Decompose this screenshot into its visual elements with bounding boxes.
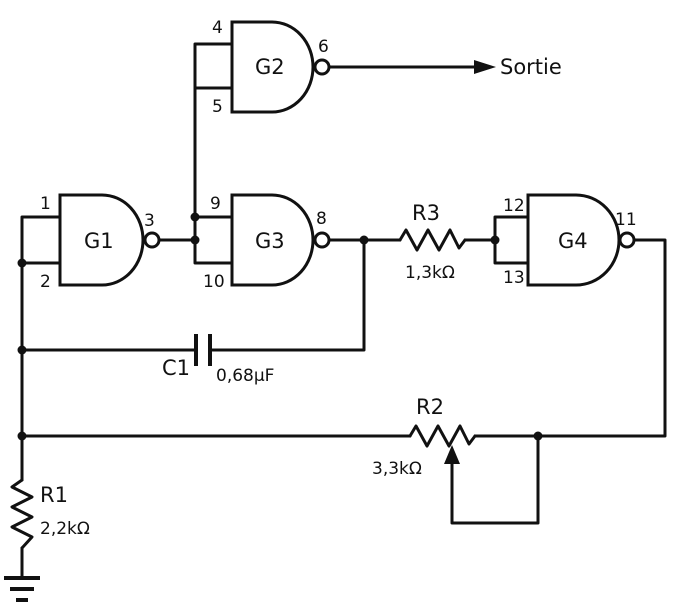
output-label: Sortie <box>500 55 562 79</box>
junction-dot <box>359 235 369 245</box>
r1-value: 2,2kΩ <box>40 519 90 539</box>
r2-resistor <box>408 424 477 448</box>
junction-dot <box>17 345 27 355</box>
c1-capacitor <box>194 334 212 366</box>
junction-dot <box>17 431 27 441</box>
r2-wiper-arrow-icon <box>444 445 460 464</box>
r3-value: 1,3kΩ <box>405 263 455 283</box>
gate-g2-pin-a: 4 <box>212 18 223 38</box>
g1-input-tie <box>20 215 62 265</box>
gate-g2-label: G2 <box>255 55 285 79</box>
junction-dot <box>190 212 200 222</box>
c1-ref: C1 <box>162 356 190 380</box>
gate-g3-pin-b: 10 <box>203 272 225 292</box>
gate-g3: G3 9 10 8 <box>203 193 331 292</box>
ground-icon <box>4 576 40 602</box>
c1-value: 0,68μF <box>216 366 274 386</box>
gate-g3-pin-out: 8 <box>316 209 327 229</box>
gate-g3-label: G3 <box>255 229 285 253</box>
gate-g4: G4 12 13 11 <box>503 193 637 288</box>
gate-g2: G2 4 5 6 <box>212 18 331 117</box>
g3-input-tie <box>193 215 234 265</box>
gate-g2-pin-out: 6 <box>318 37 329 57</box>
junction-dot <box>17 258 27 268</box>
gate-g1: G1 1 2 3 <box>40 193 161 292</box>
gate-g1-label: G1 <box>84 229 114 253</box>
c1-right-wire <box>208 238 366 352</box>
gate-g1-pin-out: 3 <box>144 211 155 231</box>
r1-resistor <box>10 478 34 550</box>
junction-dot <box>190 235 200 245</box>
r2-value: 3,3kΩ <box>372 459 422 479</box>
gate-g4-pin-out: 11 <box>615 210 637 230</box>
gate-g3-pin-a: 9 <box>210 194 221 214</box>
r3-resistor <box>398 228 467 252</box>
gate-g4-pin-b: 13 <box>503 268 525 288</box>
g2-input-tie <box>193 42 234 90</box>
gate-g1-pin-a: 1 <box>40 194 51 214</box>
g4-output-wire <box>536 238 667 438</box>
gate-g4-label: G4 <box>558 229 588 253</box>
output-arrow-icon <box>474 60 496 74</box>
r1-ref: R1 <box>40 483 68 507</box>
r2-ref: R2 <box>416 395 444 419</box>
junction-dot <box>533 431 543 441</box>
wires <box>20 42 667 580</box>
gate-g2-pin-b: 5 <box>212 97 223 117</box>
junction-dots <box>17 212 543 441</box>
gate-g4-pin-a: 12 <box>503 196 525 216</box>
r2-wiper-loop <box>450 434 540 525</box>
junction-dot <box>490 235 500 245</box>
r3-ref: R3 <box>412 201 440 225</box>
g4-input-tie <box>493 215 530 265</box>
gate-g1-pin-b: 2 <box>40 272 51 292</box>
